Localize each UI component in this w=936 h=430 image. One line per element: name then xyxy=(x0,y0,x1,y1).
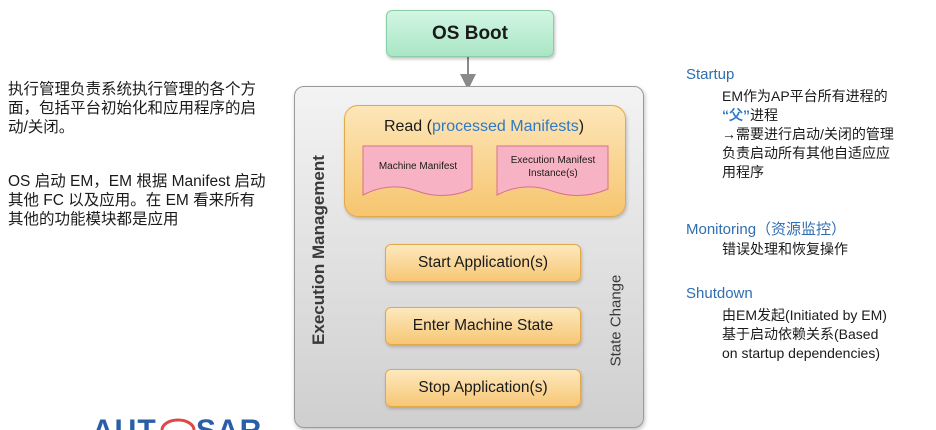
svg-text:AUT: AUT xyxy=(92,414,157,430)
startup-heading: Startup xyxy=(686,66,735,83)
execution-management-text: Execution Management xyxy=(309,155,328,345)
os-boot-box: OS Boot xyxy=(386,10,554,57)
execution-management-label: Execution Management xyxy=(304,120,334,380)
shutdown-line-1: 由EM发起(Initiated by EM) xyxy=(722,307,887,323)
shutdown-body: 由EM发起(Initiated by EM) 基于启动依赖关系(Based on… xyxy=(722,306,887,363)
state-change-label: State Change xyxy=(602,250,630,390)
shutdown-line-2: 基于启动依赖关系(Based xyxy=(722,326,879,342)
monitoring-body: 错误处理和恢复操作 xyxy=(722,240,848,259)
startup-body: EM作为AP平台所有进程的 “父”进程 →需要进行启动/关闭的管理 负责启动所有… xyxy=(722,87,894,182)
description-paragraph-1: 执行管理负责系统执行管理的各个方面，包括平台初始化和应用程序的启动/关闭。 xyxy=(8,81,257,136)
startup-line-2-rest: 进程 xyxy=(750,107,778,123)
state-change-text: State Change xyxy=(607,274,625,366)
startup-line-1: EM作为AP平台所有进程的 xyxy=(722,88,888,104)
startup-line-3: →需要进行启动/关闭的管理 xyxy=(722,126,894,142)
enter-machine-state-box: Enter Machine State xyxy=(385,307,581,345)
read-title: Read (processed Manifests) xyxy=(344,118,624,136)
execution-manifest-line1: Execution Manifest xyxy=(510,155,596,166)
startup-father: “父” xyxy=(722,107,750,123)
stop-applications-box: Stop Application(s) xyxy=(385,369,581,407)
svg-text:SAR: SAR xyxy=(196,414,262,430)
machine-manifest-document-icon xyxy=(362,145,473,196)
description-paragraph-2: OS 启动 EM，EM 根据 Manifest 启动其他 FC 以及应用。在 E… xyxy=(8,173,266,228)
start-applications-box: Start Application(s) xyxy=(385,244,581,282)
read-suffix: ) xyxy=(578,118,585,135)
execution-manifest-label: Execution Manifest Instance(s) xyxy=(496,154,610,180)
machine-manifest-label: Machine Manifest xyxy=(378,161,458,172)
shutdown-heading: Shutdown xyxy=(686,285,753,302)
read-highlight: processed Manifests xyxy=(431,118,579,135)
shutdown-line-3: on startup dependencies) xyxy=(722,345,880,361)
monitoring-line-1: 错误处理和恢复操作 xyxy=(722,241,848,257)
autosar-logo: AUT SAR xyxy=(92,414,262,430)
startup-line-2: “父”进程 xyxy=(722,106,894,125)
monitoring-heading: Monitoring（资源监控） xyxy=(686,221,847,238)
startup-line-4: 负责启动所有其他自适应应 xyxy=(722,145,890,161)
startup-line-5: 用程序 xyxy=(722,164,764,180)
execution-manifest-line2: Instance(s) xyxy=(528,168,578,179)
read-prefix: Read ( xyxy=(383,118,432,135)
autosar-logo-graphic: AUT SAR xyxy=(92,414,262,430)
execution-manifest-document-icon xyxy=(496,145,609,196)
